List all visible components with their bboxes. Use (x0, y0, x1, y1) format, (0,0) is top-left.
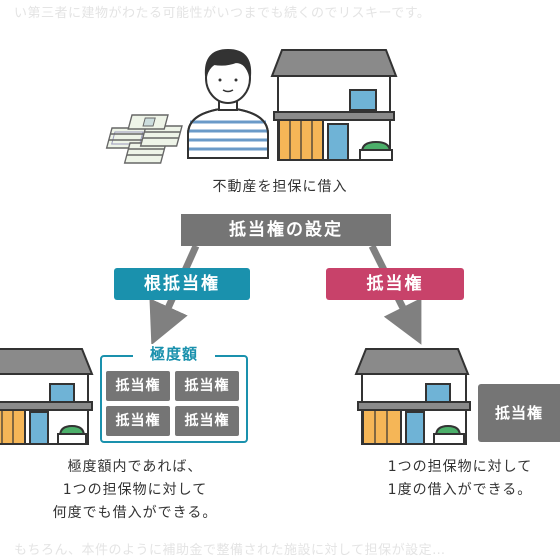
header-faded-text: い第三者に建物がわたる可能性がいつまでも続くのでリスキーです。 (14, 6, 431, 21)
description-line: 何度でも借入ができる。 (52, 505, 218, 521)
money-stack-icon (105, 114, 183, 164)
description-line: 1度の借入ができる。 (387, 482, 533, 498)
description-line: 1つの担保物に対して (62, 482, 208, 498)
footer-faded-text: もちろん、本件のように補助金で整備された施設に対して担保が設定… (14, 543, 446, 558)
mortgage-setup-box: 抵当権の設定 (181, 214, 391, 246)
mortgage-item: 抵当権 (175, 371, 239, 401)
revolving-mortgage-description: 極度額内であれば、 1つの担保物に対して 何度でも借入ができる。 (10, 456, 260, 525)
borrow-caption: 不動産を担保に借入 (212, 179, 348, 195)
description-line: 1つの担保物に対して (387, 459, 533, 475)
credit-limit-label: 極度額 (133, 344, 215, 364)
person-icon (187, 48, 269, 159)
mortgage-description: 1つの担保物に対して 1度の借入ができる。 (360, 456, 560, 502)
house-icon-left (0, 348, 94, 445)
description-line: 極度額内であれば、 (67, 459, 203, 475)
house-icon-right (354, 348, 471, 445)
mortgage-item: 抵当権 (175, 406, 239, 436)
house-icon-top (270, 49, 398, 161)
mortgage-item: 抵当権 (106, 371, 170, 401)
mortgage-item: 抵当権 (106, 406, 170, 436)
mortgage-badge: 抵当権 (478, 384, 560, 442)
revolving-mortgage-label: 根抵当権 (114, 268, 250, 300)
mortgage-label: 抵当権 (326, 268, 464, 300)
